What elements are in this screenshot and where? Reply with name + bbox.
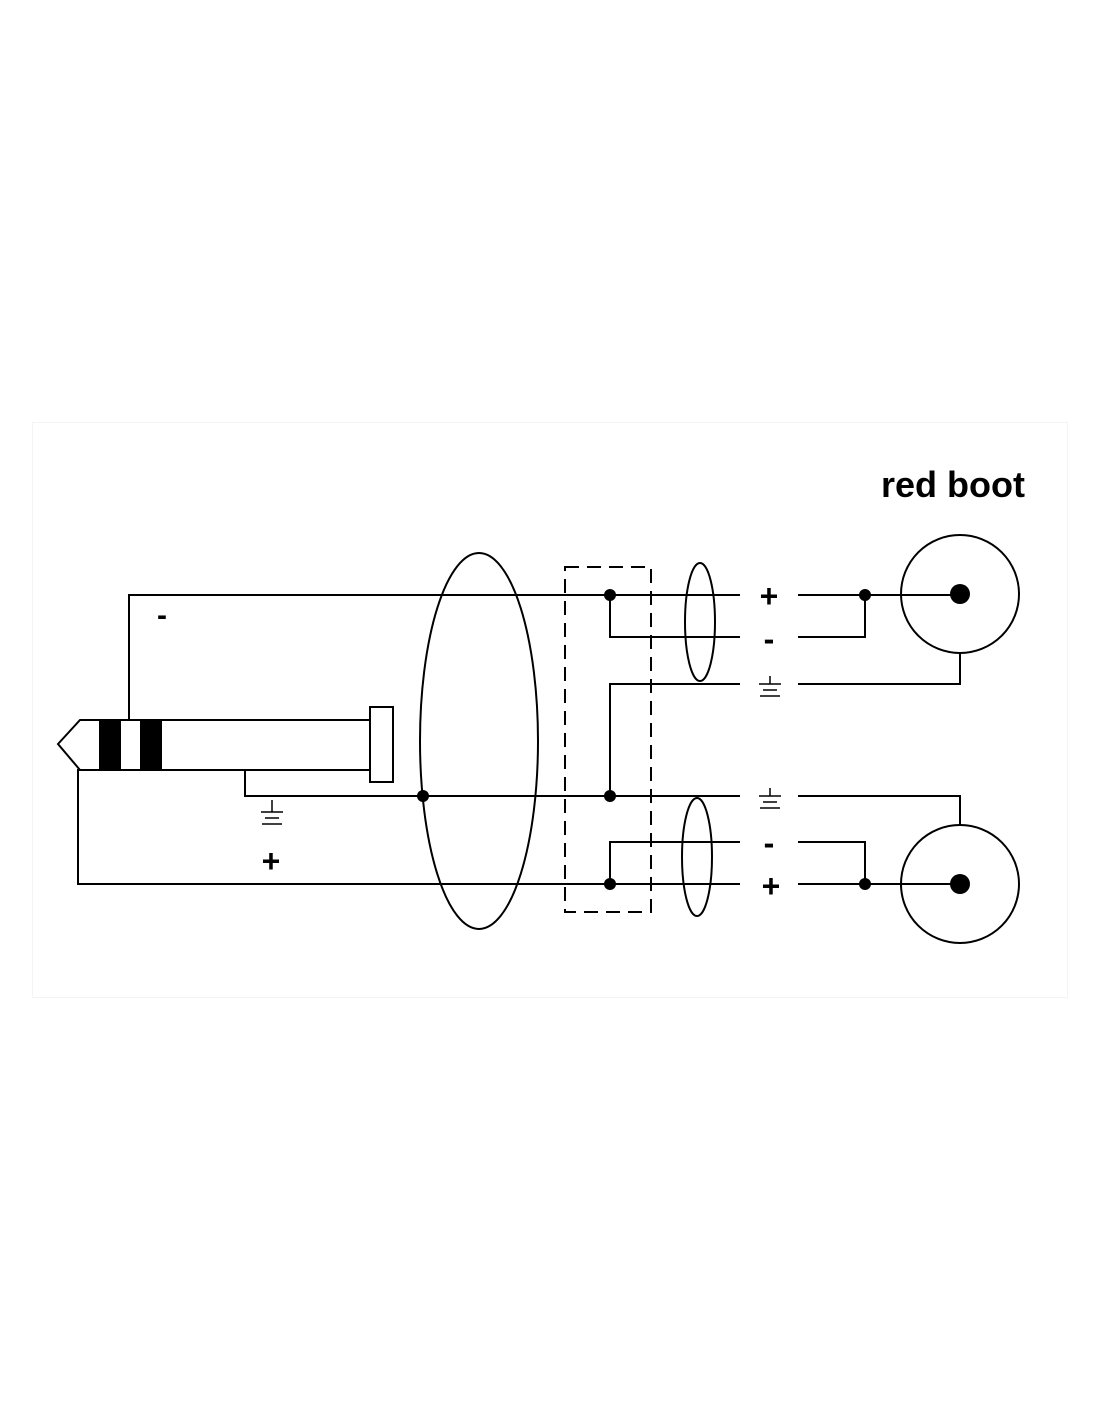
cable-a-ellipse <box>684 562 716 682</box>
conn-b-minus-bridge <box>798 841 866 884</box>
junction-dot-conn-b <box>859 878 871 890</box>
conn-a-plus-label: + <box>760 578 779 614</box>
conn-b-minus-label: - <box>764 825 775 861</box>
rca-connector-icon <box>900 824 1020 944</box>
cable-b-ellipse <box>681 797 713 917</box>
plug-plus-wire <box>77 769 740 885</box>
plug-plus-label: + <box>262 843 281 879</box>
cable-jacket-ellipse <box>419 552 539 930</box>
ground-icon <box>759 788 781 809</box>
ground-icon <box>759 676 781 697</box>
conn-b-ground-wire <box>798 795 961 825</box>
junction-dot <box>417 790 429 802</box>
ground-split <box>609 683 740 796</box>
bridge-top <box>609 595 740 638</box>
rca-connector-icon <box>900 534 1020 654</box>
plug-minus-label: - <box>157 599 167 632</box>
bridge-bottom <box>609 841 740 884</box>
trs-plug-icon <box>56 706 394 783</box>
conn-a-ground-wire <box>798 653 961 685</box>
conn-a-minus-label: - <box>764 621 775 657</box>
ground-icon <box>261 800 283 825</box>
splitter-box <box>564 566 652 913</box>
conn-b-plus-label: + <box>762 868 781 904</box>
plug-ground-wire <box>244 770 740 797</box>
plug-minus-wire <box>128 594 740 720</box>
title-label: red boot <box>881 464 1025 505</box>
diagram-panel <box>32 422 1068 998</box>
conn-a-minus-bridge <box>798 595 866 638</box>
